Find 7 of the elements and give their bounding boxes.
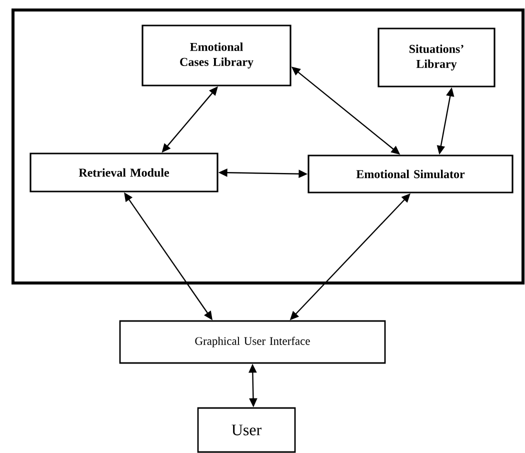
- module-box: Emotional Simulator: [308, 154, 514, 194]
- frame-box: [12, 8, 524, 284]
- module-box: Retrieval Module: [30, 152, 218, 192]
- interface-box: Graphical User Interface: [119, 320, 386, 364]
- user-box: User: [197, 407, 296, 453]
- module-box: Emotional Cases Library: [142, 24, 292, 86]
- module-box: Situations’ Library: [378, 28, 496, 88]
